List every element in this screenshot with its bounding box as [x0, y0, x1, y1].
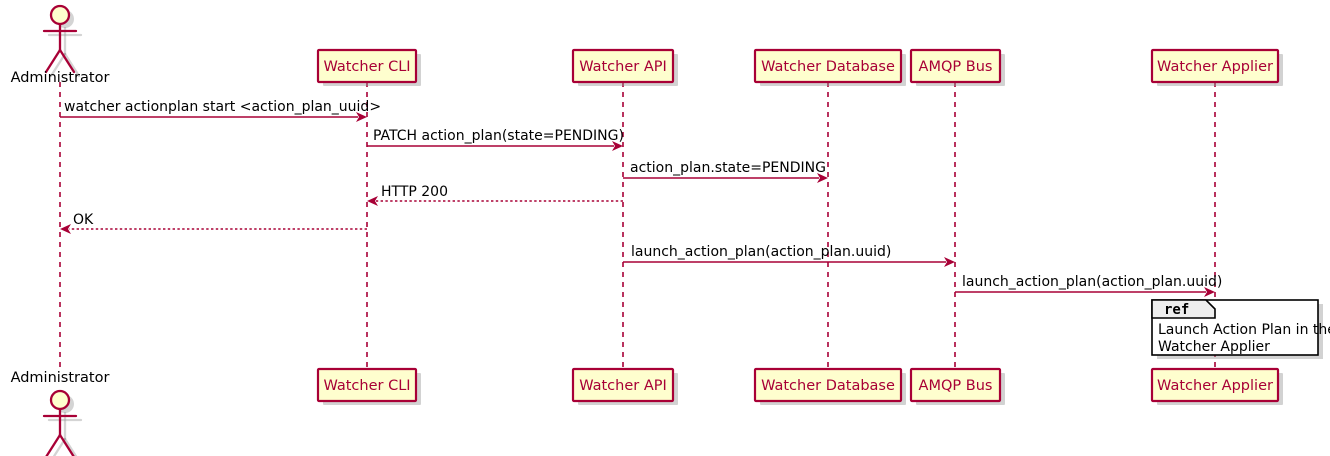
message-label: launch_action_plan(action_plan.uuid): [631, 244, 891, 260]
participant-box: [1150, 48, 1280, 84]
actor-label-administrator: Administrator: [11, 70, 110, 86]
message-label: HTTP 200: [381, 184, 448, 200]
message-arrowhead: [1204, 287, 1215, 297]
participant-label: AMQP Bus: [919, 378, 993, 394]
message-msg-4[interactable]: HTTP 200: [367, 184, 623, 206]
actor-leg-left: [44, 48, 62, 74]
actor-head: [49, 4, 71, 26]
message-msg-2[interactable]: PATCH action_plan(state=PENDING): [367, 128, 624, 151]
participant-box: [316, 367, 418, 403]
participant-box: [1150, 367, 1280, 403]
message-msg-5[interactable]: OK: [60, 212, 367, 234]
reference-frame-text-line: Watcher Applier: [1158, 339, 1270, 355]
message-arrowhead: [367, 196, 378, 206]
actor-leg-left: [45, 433, 62, 456]
participant-watcher-applier[interactable]: Watcher Applier: [1150, 367, 1283, 405]
reference-frame-tab: [1151, 299, 1216, 319]
message-arrowhead: [356, 112, 367, 122]
message-msg-6[interactable]: launch_action_plan(action_plan.uuid): [623, 244, 955, 267]
participant-label: Watcher API: [579, 378, 667, 394]
message-arrowhead: [612, 141, 623, 151]
reference-frame-body: [1151, 299, 1319, 356]
participant-label: Watcher Database: [761, 378, 895, 394]
reference-frame-tab-label: ref: [1164, 302, 1189, 318]
participant-box: [571, 48, 675, 84]
message-label: PATCH action_plan(state=PENDING): [373, 128, 624, 144]
participant-box: [316, 48, 418, 84]
participant-box: [753, 367, 903, 403]
message-msg-3[interactable]: action_plan.state=PENDING: [623, 160, 828, 183]
participant-watcher-applier[interactable]: Watcher Applier: [1150, 48, 1283, 86]
participant-watcher-cli[interactable]: Watcher CLI: [316, 48, 421, 86]
actor-administrator[interactable]: [42, 389, 83, 456]
message-msg-1[interactable]: watcher actionplan start <action_plan_uu…: [60, 99, 381, 122]
participant-label: Watcher Applier: [1157, 59, 1273, 75]
actor-leg-right: [58, 48, 76, 74]
actor-head: [49, 389, 71, 411]
message-msg-7[interactable]: launch_action_plan(action_plan.uuid): [955, 274, 1222, 297]
participant-box: [909, 367, 1002, 403]
messages-layer: watcher actionplan start <action_plan_uu…: [60, 99, 1222, 297]
participant-box: [571, 367, 675, 403]
actor-administrator[interactable]: [42, 4, 83, 78]
reference-frame-text-line: Launch Action Plan in the: [1158, 322, 1330, 338]
message-arrowhead: [60, 224, 71, 234]
participant-label: Watcher API: [579, 59, 667, 75]
participant-watcher-api[interactable]: Watcher API: [571, 48, 678, 86]
participant-label: Watcher Database: [761, 59, 895, 75]
participant-label: Watcher CLI: [323, 59, 410, 75]
participant-label: Watcher CLI: [323, 378, 410, 394]
participant-box: [909, 48, 1002, 84]
actor-leg-right: [58, 433, 75, 456]
participant-watcher-database[interactable]: Watcher Database: [753, 367, 906, 405]
message-arrowhead: [944, 257, 955, 267]
participant-amqp-bus[interactable]: AMQP Bus: [909, 367, 1005, 405]
message-label: action_plan.state=PENDING: [630, 160, 826, 176]
message-label: launch_action_plan(action_plan.uuid): [962, 274, 1222, 290]
participant-box: [753, 48, 903, 84]
message-label: OK: [73, 212, 94, 228]
actor-label-administrator: Administrator: [11, 370, 110, 386]
participant-label: AMQP Bus: [919, 59, 993, 75]
lifelines-layer: [59, 82, 1216, 369]
participant-label: Watcher Applier: [1157, 378, 1273, 394]
participant-watcher-database[interactable]: Watcher Database: [753, 48, 906, 86]
message-label: watcher actionplan start <action_plan_uu…: [64, 99, 381, 115]
participant-watcher-api[interactable]: Watcher API: [571, 367, 678, 405]
message-arrowhead: [817, 173, 828, 183]
participant-amqp-bus[interactable]: AMQP Bus: [909, 48, 1005, 86]
participant-watcher-cli[interactable]: Watcher CLI: [316, 367, 421, 405]
